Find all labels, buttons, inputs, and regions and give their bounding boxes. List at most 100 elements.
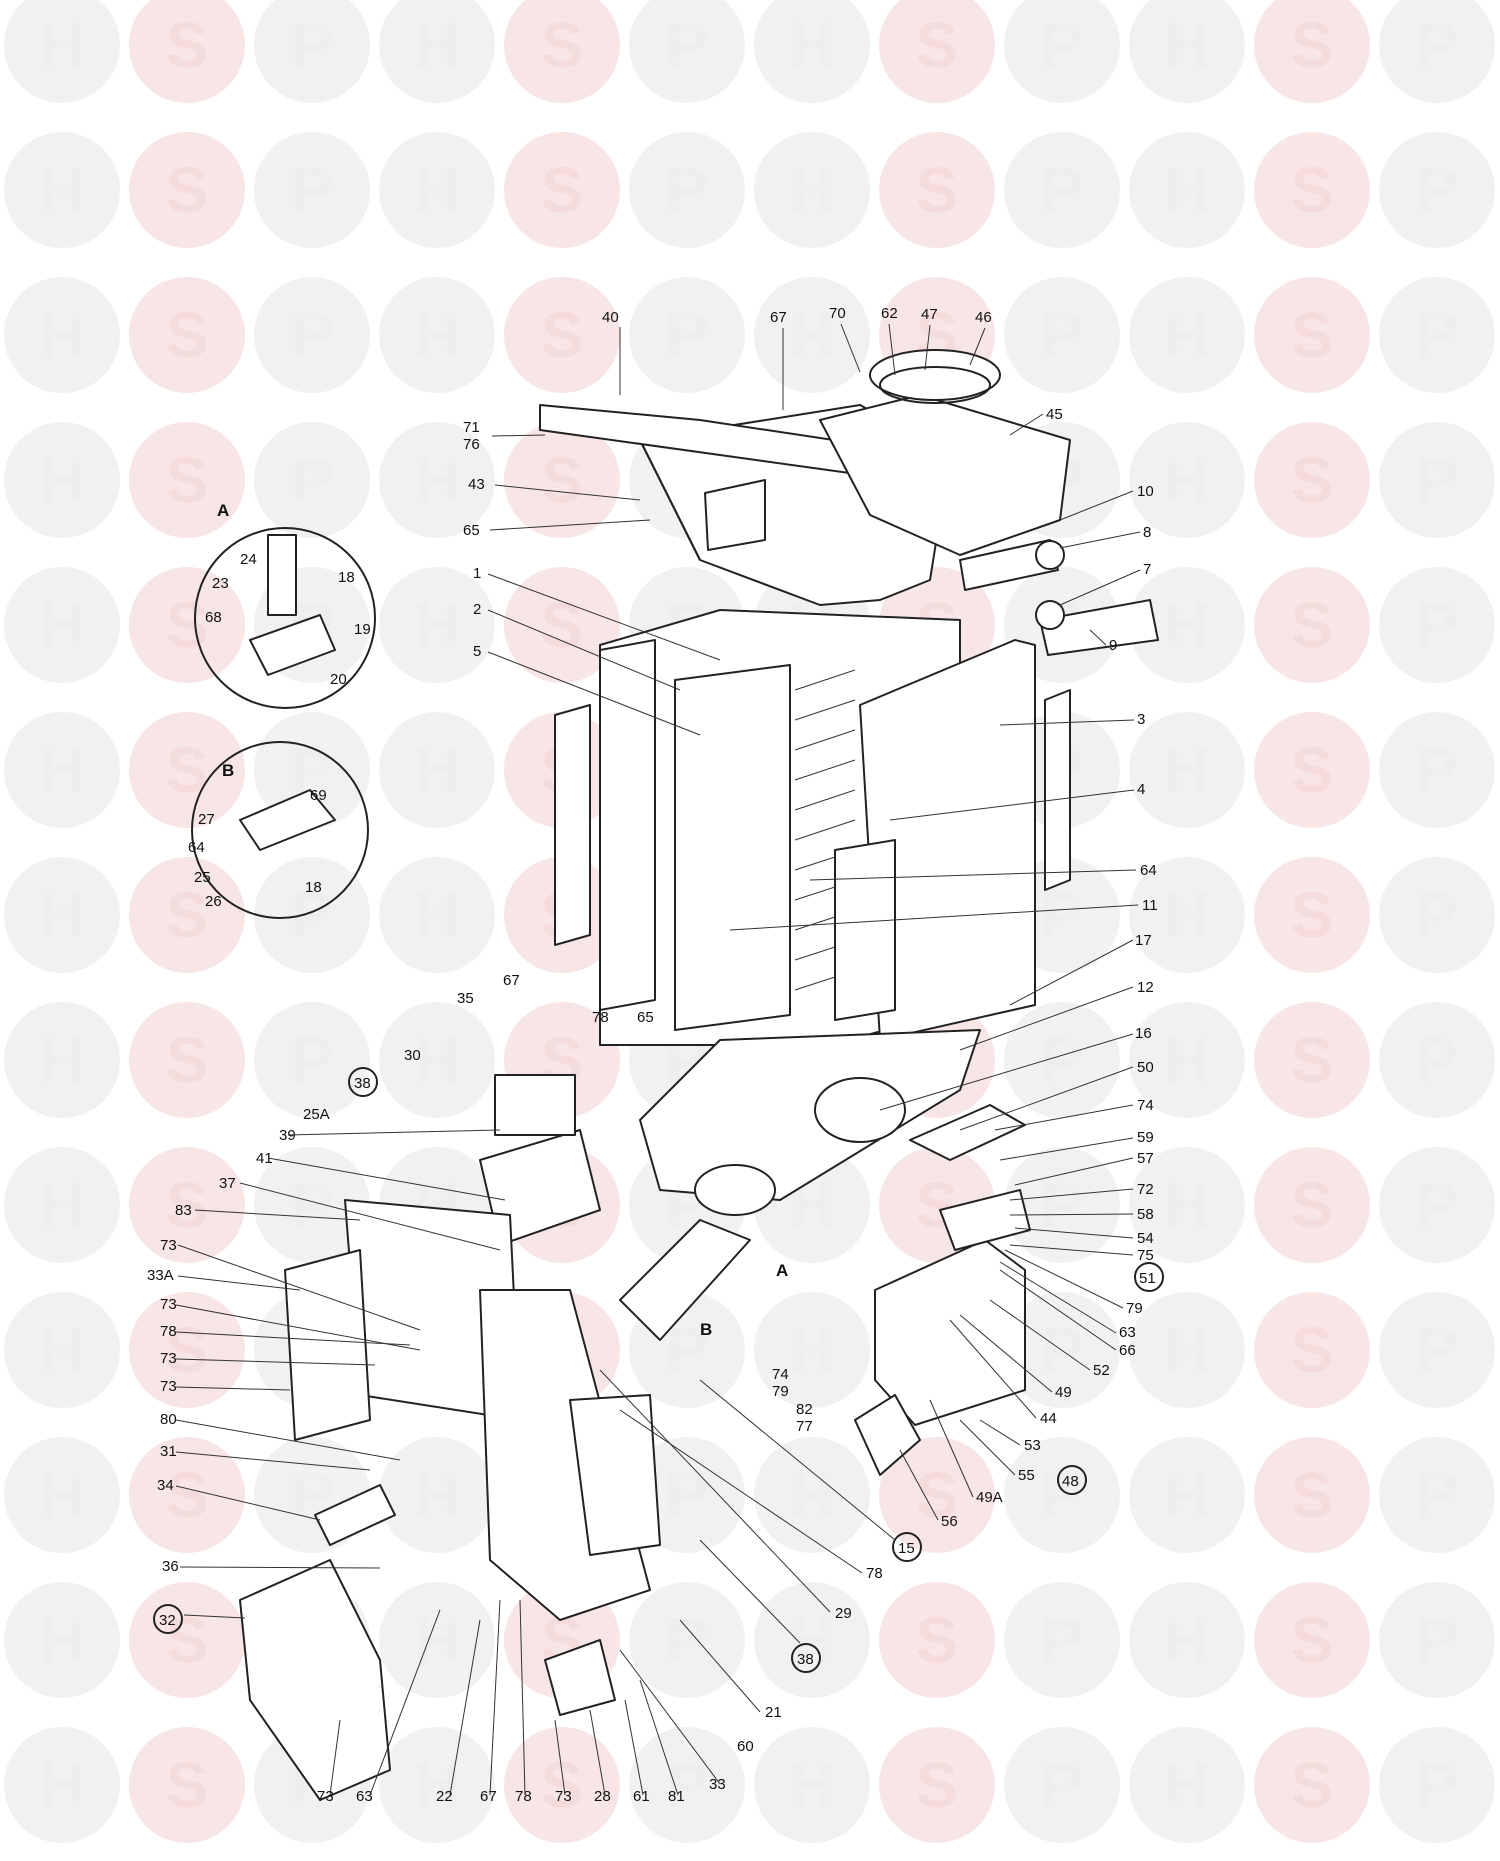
watermark-letter: P [1416, 589, 1459, 661]
watermark-letter: P [1041, 1749, 1084, 1821]
callout-75: 75 [1137, 1247, 1154, 1264]
callout-38-bottom: 38 [797, 1651, 814, 1668]
watermark-circle [1254, 1002, 1370, 1118]
watermark-letter: P [666, 9, 709, 81]
watermark-circle [504, 277, 620, 393]
watermark-circle [129, 1727, 245, 1843]
watermark-letter: S [541, 154, 584, 226]
detail-b-label-69: 69 [310, 787, 327, 804]
watermark-letter: P [1416, 1024, 1459, 1096]
callout-40: 40 [602, 309, 619, 326]
watermark-circle [1004, 277, 1120, 393]
callout-28: 28 [594, 1788, 611, 1805]
callout-74-top: 74 [1137, 1097, 1154, 1114]
watermark-letter: P [1416, 734, 1459, 806]
callout-33: 33 [709, 1776, 726, 1793]
watermark-letter: H [414, 154, 460, 226]
watermark-letter: S [1291, 734, 1334, 806]
watermark-circle [1129, 277, 1245, 393]
watermark-letter: S [541, 299, 584, 371]
watermark-circle [1379, 1582, 1495, 1698]
watermark-letter: H [1164, 1169, 1210, 1241]
detail-b-circle: B 69 27 64 25 18 26 [188, 741, 369, 919]
detail-b-label-26: 26 [205, 893, 222, 910]
watermark-circle [1129, 1147, 1245, 1263]
watermark-circle [1379, 567, 1495, 683]
callout-78-bottom: 78 [515, 1788, 532, 1805]
callout-64: 64 [1140, 862, 1157, 879]
callout-2: 2 [473, 601, 481, 618]
callout-35: 35 [457, 990, 474, 1007]
watermark-letter: S [541, 589, 584, 661]
watermark-circle [1379, 1292, 1495, 1408]
callout-73-f: 73 [555, 1788, 572, 1805]
watermark-circle [754, 0, 870, 103]
watermark-circle [879, 132, 995, 248]
callout-12: 12 [1137, 979, 1154, 996]
watermark-circle [1254, 567, 1370, 683]
watermark-letter: P [1041, 9, 1084, 81]
watermark-letter: S [541, 444, 584, 516]
watermark-letter: S [541, 9, 584, 81]
callout-arrow-A: A [776, 1261, 788, 1280]
watermark-circle [129, 1002, 245, 1118]
watermark-circle [1129, 1002, 1245, 1118]
detail-a-circle: A 24 18 23 68 19 20 [194, 501, 376, 709]
watermark-letter: S [166, 1459, 209, 1531]
watermark-letter: H [414, 1024, 460, 1096]
callout-67-top: 67 [770, 309, 787, 326]
detail-b-label-27: 27 [198, 811, 215, 828]
watermark-letter: S [1291, 9, 1334, 81]
watermark-letter: H [1164, 444, 1210, 516]
watermark-letter: H [39, 1024, 85, 1096]
watermark-letter: H [1164, 1749, 1210, 1821]
callout-73-d: 73 [160, 1378, 177, 1395]
watermark-letter: H [1164, 299, 1210, 371]
watermark-circle [379, 857, 495, 973]
callout-66: 66 [1119, 1342, 1136, 1359]
callout-83: 83 [175, 1202, 192, 1219]
callout-arrow-B: B [700, 1320, 712, 1339]
watermark-circle [4, 567, 120, 683]
watermark-letter: P [1041, 1604, 1084, 1676]
watermark-letter: H [1164, 1604, 1210, 1676]
watermark-letter: S [1291, 1169, 1334, 1241]
watermark-letter: P [666, 299, 709, 371]
watermark-letter: P [1041, 879, 1084, 951]
watermark-letter: S [916, 9, 959, 81]
watermark-letter: H [1164, 1459, 1210, 1531]
watermark-letter: S [166, 444, 209, 516]
callout-82: 82 [796, 1401, 813, 1418]
watermark-circle [254, 0, 370, 103]
callout-77: 77 [796, 1418, 813, 1435]
heat-exchanger-assembly [539, 349, 1159, 1046]
callout-49: 49 [1055, 1384, 1072, 1401]
watermark-letter: P [1041, 154, 1084, 226]
callout-52: 52 [1093, 1362, 1110, 1379]
callout-67-bottom: 67 [480, 1788, 497, 1805]
watermark-letter: S [1291, 444, 1334, 516]
watermark-circle [504, 422, 620, 538]
watermark-letter: P [291, 154, 334, 226]
callout-38-top: 38 [354, 1075, 371, 1092]
watermark-letter: H [414, 879, 460, 951]
watermark-circle [129, 567, 245, 683]
watermark-letter: S [1291, 154, 1334, 226]
callout-73-b: 73 [160, 1296, 177, 1313]
watermark-letter: H [39, 1604, 85, 1676]
watermark-circle [754, 1727, 870, 1843]
watermark-circle [379, 422, 495, 538]
watermark-circle [1379, 132, 1495, 248]
watermark-circle [1129, 0, 1245, 103]
watermark-circle [1379, 0, 1495, 103]
watermark-circle [379, 132, 495, 248]
watermark-circle [629, 132, 745, 248]
watermark-letter: P [1416, 1459, 1459, 1531]
callout-25A: 25A [303, 1106, 330, 1123]
watermark-circle [1129, 1727, 1245, 1843]
callout-65-mid: 65 [637, 1009, 654, 1026]
watermark-circle [1379, 857, 1495, 973]
watermark-circle [4, 422, 120, 538]
watermark-circle [1379, 422, 1495, 538]
callout-46: 46 [975, 309, 992, 326]
